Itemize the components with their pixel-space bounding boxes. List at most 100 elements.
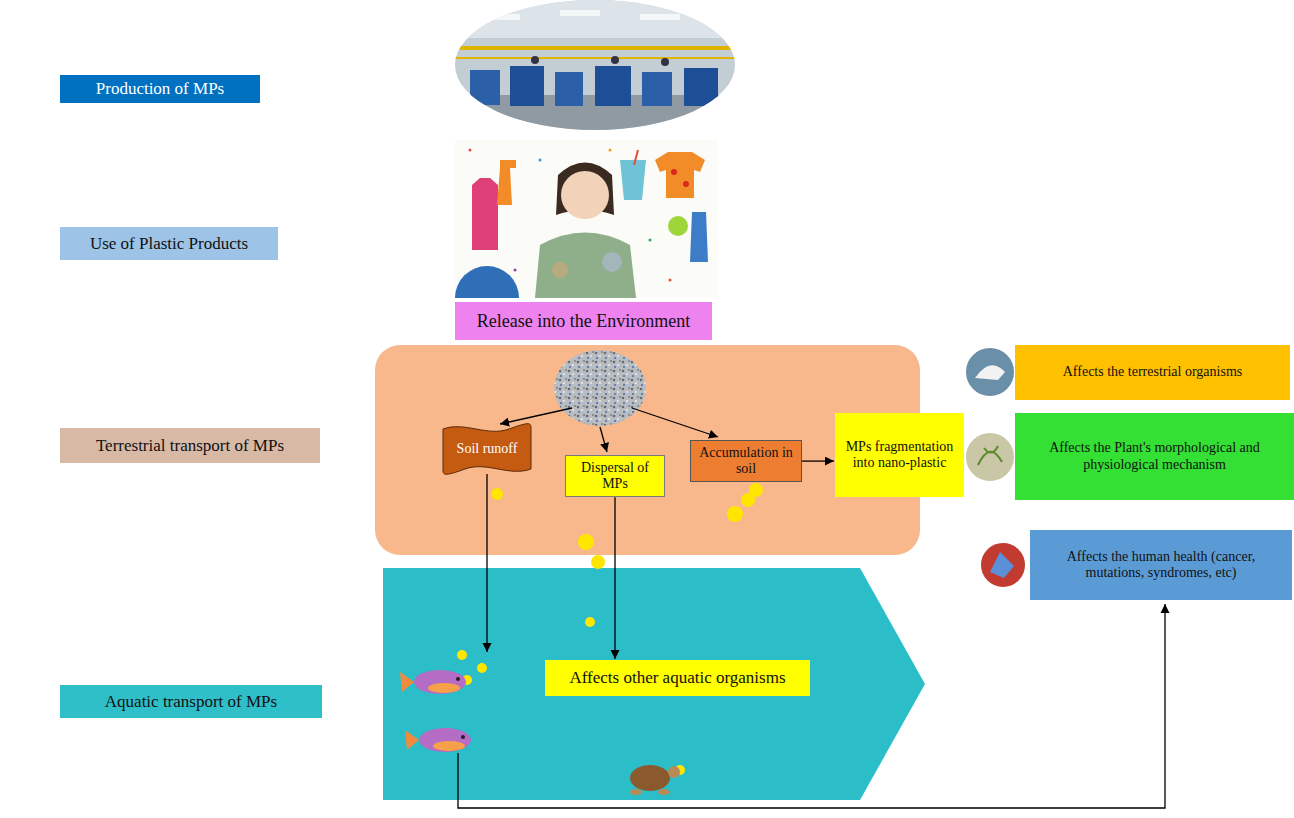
factory-worker — [611, 56, 619, 64]
effect-box: Affects the Plant's morphological and ph… — [1015, 413, 1294, 500]
confetti-dot — [609, 149, 612, 152]
ball-icon — [668, 216, 688, 236]
factory-machine — [470, 70, 500, 105]
microplastic-dots — [457, 483, 763, 775]
process-box: Affects other aquatic organisms — [545, 660, 810, 696]
picture-ground — [455, 140, 718, 298]
person-head — [561, 171, 609, 219]
process-box: MPs fragmentation into nano-plastic — [835, 413, 964, 497]
effect-box: Affects the terrestrial organisms — [1015, 345, 1290, 400]
factory-worker — [661, 58, 669, 66]
flow-arrow — [458, 604, 1165, 808]
plant-shape — [978, 446, 1002, 465]
plastic-patch — [602, 252, 622, 272]
microplastic-pile — [554, 350, 646, 426]
tshirt-icon — [655, 152, 705, 198]
node-text: Release into the Environment — [477, 311, 690, 332]
node-text: Terrestrial transport of MPs — [96, 436, 284, 456]
fish-body — [419, 728, 471, 752]
fish-eye — [456, 677, 460, 681]
bird-picture — [965, 347, 1015, 397]
microplastic-dot — [477, 663, 487, 673]
factory-light — [480, 14, 520, 20]
turtle-leg — [658, 789, 670, 795]
turtle-leg — [630, 789, 642, 795]
bird-shape — [975, 365, 1005, 380]
node-text: MPs fragmentation into nano-plastic — [843, 439, 956, 471]
microplastic-dot — [727, 506, 743, 522]
confetti-dot — [669, 279, 672, 282]
bottle-icon — [472, 178, 498, 250]
node-text: Aquatic transport of MPs — [105, 692, 277, 712]
confetti-dot — [469, 149, 472, 152]
effect-box: Affects the human health (cancer, mutati… — [1030, 530, 1292, 600]
node-text: Production of MPs — [96, 79, 224, 99]
wave-outline — [443, 424, 531, 475]
microplastic-dot — [491, 488, 503, 500]
tshirt-dot — [683, 181, 689, 187]
tshirt-dot — [671, 169, 677, 175]
node-text: Accumulation in soil — [699, 445, 793, 477]
plastic-shape — [990, 552, 1014, 578]
straw-icon — [634, 150, 638, 165]
node-text: Affects the human health (cancer, mutati… — [1038, 549, 1284, 581]
aquatic-region — [383, 568, 925, 800]
node-text: Soil runoff — [457, 441, 518, 457]
turtle-icon — [630, 765, 680, 795]
flow-arrow — [500, 408, 572, 424]
node-text: Use of Plastic Products — [90, 234, 248, 254]
fish-body — [414, 670, 466, 694]
fish-icon — [405, 728, 471, 752]
factory-railing — [455, 46, 735, 50]
microplastic-dot — [585, 617, 595, 627]
process-box: Release into the Environment — [455, 302, 712, 340]
factory-ceiling — [450, 0, 740, 38]
factory-machine — [595, 66, 631, 106]
factory-light — [640, 14, 680, 20]
process-box: Accumulation in soil — [690, 440, 802, 482]
stage-label: Terrestrial transport of MPs — [60, 428, 320, 463]
factory-worker — [531, 56, 539, 64]
fish-eye — [461, 735, 465, 739]
spray-bottle-icon — [497, 160, 516, 205]
flow-arrow — [486, 474, 487, 652]
confetti-dot — [539, 159, 542, 162]
plastic-products-picture — [455, 140, 718, 298]
microplastic-dot — [749, 483, 763, 497]
microplastic-dot — [457, 650, 467, 660]
fish-icon — [400, 670, 466, 694]
factory-picture — [450, 0, 740, 135]
cup-icon — [620, 160, 646, 200]
fish-belly — [433, 741, 465, 751]
stage-label: Production of MPs — [60, 75, 260, 103]
turtle-shell — [630, 765, 670, 791]
node-text: Affects the terrestrial organisms — [1063, 364, 1242, 380]
factory-railing — [455, 57, 735, 59]
factory-machine — [684, 68, 718, 106]
factory-light — [560, 10, 600, 16]
factory-machine — [510, 66, 544, 106]
fish-tail — [400, 672, 414, 692]
process-box: Dispersal of MPs — [565, 455, 665, 497]
confetti-dot — [649, 239, 652, 242]
human-picture — [980, 542, 1026, 588]
stage-label: Use of Plastic Products — [60, 227, 278, 260]
confetti-dot — [514, 269, 517, 272]
microplastic-dot — [578, 534, 594, 550]
plate-icon — [455, 266, 519, 298]
flow-arrow — [632, 408, 718, 437]
fish-belly — [428, 683, 460, 693]
fish-tail — [405, 730, 419, 750]
plastic-patch — [552, 262, 568, 278]
stage-label: Aquatic transport of MPs — [60, 685, 322, 718]
node-text: Affects the Plant's morphological and ph… — [1023, 440, 1286, 472]
process-box: Soil runoff — [443, 425, 531, 473]
flow-arrow — [802, 460, 834, 461]
plant-picture — [965, 432, 1015, 482]
microplastic-dot — [591, 555, 605, 569]
flow-arrow — [614, 497, 615, 659]
node-text: Affects other aquatic organisms — [569, 668, 785, 688]
factory-machine — [555, 72, 583, 106]
person-shirt — [535, 233, 636, 299]
bottle-icon — [690, 212, 708, 262]
